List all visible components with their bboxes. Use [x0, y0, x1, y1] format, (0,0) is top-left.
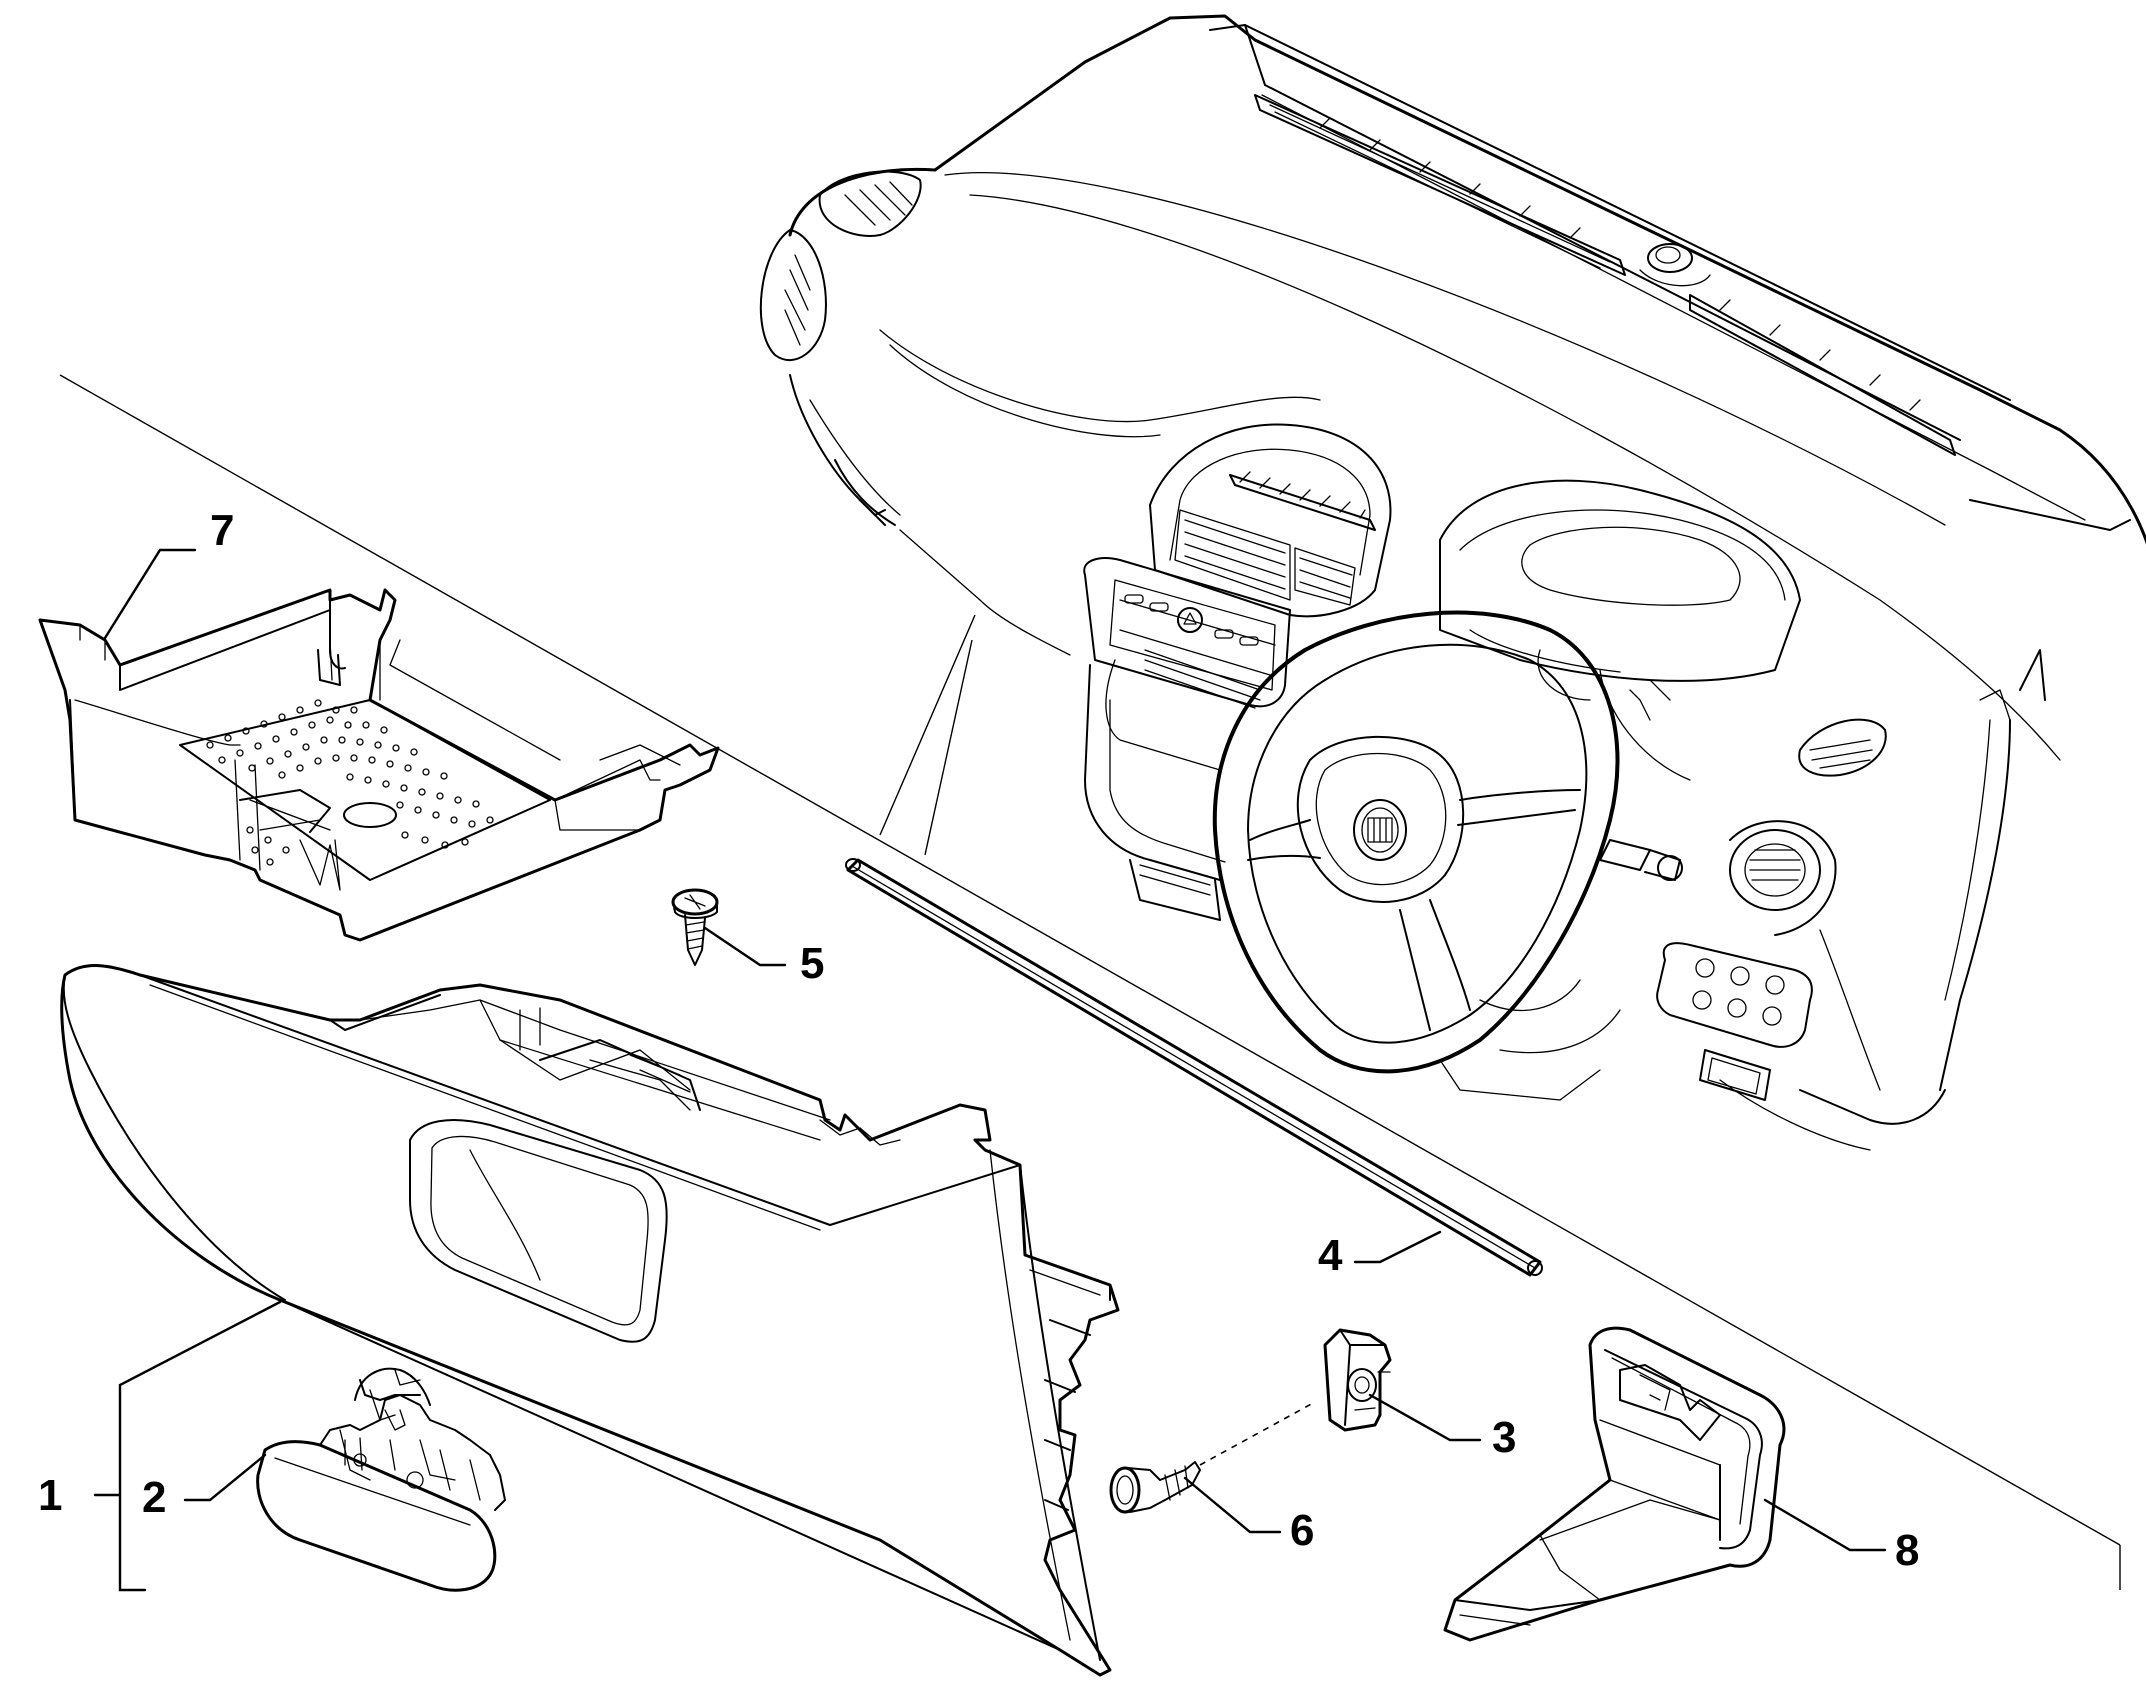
callout-leaders [93, 548, 1887, 1592]
callout-7: 7 [210, 506, 234, 555]
callout-3: 3 [1492, 1413, 1516, 1462]
part-3-clip [1323, 1328, 1392, 1432]
callout-2: 2 [142, 1473, 166, 1522]
part-5-screw [671, 888, 719, 966]
callout-8: 8 [1895, 1526, 1919, 1575]
dashboard-assembly [759, 14, 2146, 1151]
part-6-screw [1109, 1401, 1316, 1514]
part-8-panel [1443, 1326, 1786, 1642]
tray-perforations [206, 699, 494, 866]
part-4-rod [845, 858, 1543, 1277]
callout-1: 1 [38, 1471, 62, 1520]
perspective-guide-lines [59, 374, 2121, 1590]
part-1-glove-box [60, 964, 1120, 1677]
callout-5: 5 [800, 939, 824, 988]
callout-labels: 1 2 3 4 5 6 7 8 [38, 506, 1919, 1575]
part-7-tray [38, 588, 720, 942]
callout-4: 4 [1318, 1231, 1343, 1280]
callout-6: 6 [1290, 1506, 1314, 1555]
part-2-lock [256, 1367, 506, 1592]
